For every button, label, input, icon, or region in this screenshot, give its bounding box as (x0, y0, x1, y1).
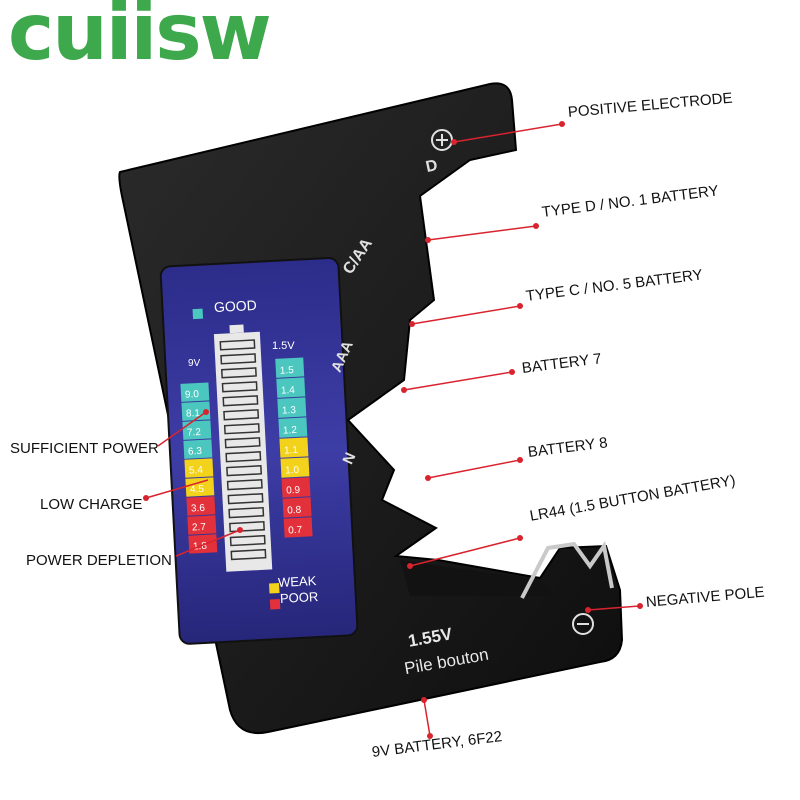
scale-15v-value: 1.2 (283, 425, 298, 437)
scale-9v-cell (185, 477, 215, 497)
scale-9v-cell (183, 439, 213, 459)
scale-15v-column: 1.5 1.4 1.3 1.2 1.1 1.0 0.9 0.8 0.7 (275, 357, 313, 538)
meter-segment (224, 437, 261, 449)
scale-15v-cell (277, 397, 307, 418)
scale-15v-cell (276, 377, 306, 398)
scale-15v-cell (275, 357, 305, 378)
meter-segment (220, 367, 257, 379)
callout-sufficient-power: SUFFICIENT POWER (10, 440, 159, 457)
meter-segment (229, 534, 266, 547)
meter-segment (221, 381, 258, 393)
callout-power-depletion: POWER DEPLETION (26, 552, 172, 569)
legend-poor-label: POOR (279, 589, 319, 606)
meter-segment (230, 548, 267, 561)
metal-clip (520, 540, 614, 599)
scale-15v-value: 0.8 (287, 505, 302, 517)
meter-segment (226, 465, 263, 477)
meter-segment (228, 506, 265, 519)
scale-15v-cell (283, 517, 313, 538)
meter-segment (223, 409, 260, 421)
meter-segment (222, 395, 259, 407)
scale-9v-column: 9.08.17.26.35.44.53.62.71.8 (180, 382, 218, 554)
scale-15v-value: 0.9 (286, 485, 301, 497)
scale-9v-value: 3.6 (191, 503, 206, 515)
scale-15v-value: 1.4 (281, 385, 296, 397)
scale-9v-cell (186, 496, 216, 516)
brand-logo: cuiisw (8, 0, 272, 78)
negative-terminal-icon (572, 613, 594, 635)
scale-9v-cell (181, 401, 211, 421)
scale-15v-value: 1.0 (285, 465, 300, 477)
scale-15v-cell (282, 497, 312, 518)
scale-9v-value: 7.2 (187, 427, 202, 439)
scale-9v-cell (182, 420, 212, 440)
scale-15v-cell (279, 437, 309, 458)
scale-15v-value: 0.7 (288, 525, 303, 537)
scale-15v-value: 1.3 (282, 405, 297, 417)
callout-leader-lines (145, 123, 641, 737)
scale-9v-cell (187, 515, 217, 535)
scale-15v-value: 1.1 (284, 445, 299, 457)
legend-good-label: GOOD (213, 296, 258, 316)
meter-segment (229, 520, 265, 533)
scale-15v-cell (281, 477, 311, 498)
scale-9v-value: 4.5 (190, 484, 205, 496)
scale-15v-cell (278, 417, 308, 438)
col-9v-header: 9V (188, 358, 201, 369)
meter-segment (227, 492, 264, 505)
meter-segment (219, 339, 256, 351)
meter-segment (226, 479, 263, 491)
col-15v-header: 1.5V (272, 340, 295, 352)
scale-9v-cell (184, 458, 214, 478)
scale-15v-cell (280, 457, 310, 478)
callout-dots (143, 121, 643, 739)
scale-9v-value: 2.7 (192, 522, 207, 534)
charge-level-bars (219, 339, 267, 561)
lcd-panel: 9.08.17.26.35.44.53.62.71.8 1.51.41.31.2… (159, 257, 359, 645)
legend-weak-label: WEAK (277, 573, 317, 590)
scale-9v-cell (180, 382, 210, 402)
meter-segment (223, 423, 260, 435)
scale-9v-value: 8.1 (186, 408, 201, 420)
scale-15v-value: 1.5 (280, 365, 295, 377)
scale-9v-value: 6.3 (188, 446, 203, 458)
scale-9v-value: 9.0 (185, 389, 200, 401)
meter-segment (225, 451, 262, 463)
callout-low-charge: LOW CHARGE (40, 496, 143, 513)
scale-9v-value: 5.4 (189, 465, 204, 477)
meter-segment (220, 353, 257, 365)
